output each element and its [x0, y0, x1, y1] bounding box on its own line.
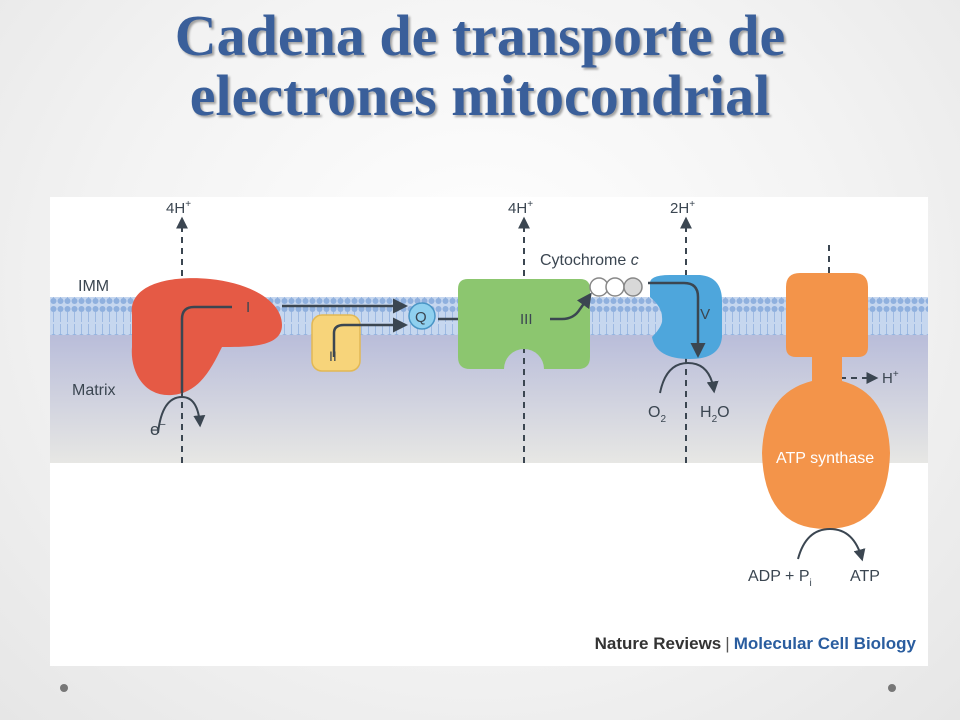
- complex-2-arrow: [332, 317, 408, 357]
- complex-1-shape: [131, 278, 282, 396]
- oxygen-water-arrow: [659, 361, 719, 394]
- imm-label: IMM: [78, 278, 109, 295]
- quinone-label: Q: [415, 309, 427, 326]
- complex-3-label: III: [520, 311, 533, 328]
- complex-4-arrow: [648, 281, 706, 358]
- cytochrome-c-ball-3: [623, 277, 643, 297]
- proton-label-complex-1: 4H+: [166, 199, 191, 217]
- complex-3-shape: [458, 279, 590, 369]
- water-label: H2O: [700, 404, 730, 425]
- complex-2-shape: [311, 314, 361, 372]
- adp-atp-arrow: [797, 527, 866, 562]
- credit-publisher: Nature Reviews: [594, 634, 722, 653]
- quinone-circle: [408, 302, 436, 330]
- complex-1-label: I: [246, 299, 250, 316]
- atp-synthase-shape: [762, 273, 890, 529]
- complex-2-label: II: [329, 348, 337, 364]
- slide-title: Cadena de transporte de electrones mitoc…: [0, 6, 960, 126]
- etc-diagram-svg: IMM Matrix e− 4H+ 4H+ 2H+ I II Q III IV …: [50, 199, 928, 589]
- complex-3-arrow: [550, 292, 592, 321]
- etc-diagram: IMM Matrix e− 4H+ 4H+ 2H+ I II Q III IV …: [50, 197, 928, 666]
- cytochrome-c-label: Cytochrome c: [540, 252, 639, 269]
- credit-journal: Molecular Cell Biology: [733, 634, 916, 653]
- slide-dot-left: [60, 684, 68, 692]
- proton-label-complex-4: 2H+: [670, 199, 695, 217]
- complex-1-arrow: [180, 305, 232, 393]
- h-plus-label: H+: [882, 369, 899, 387]
- cytochrome-c-ball-2: [605, 277, 625, 297]
- atp-label: ATP: [850, 568, 880, 585]
- slide-dot-right: [888, 684, 896, 692]
- credit-separator: |: [725, 634, 730, 653]
- title-line-2: electrones mitocondrial: [189, 63, 771, 128]
- adp-label: ADP + Pi: [748, 568, 812, 589]
- oxygen-label: O2: [648, 404, 666, 425]
- electron-label: e−: [150, 419, 166, 439]
- atp-synthase-label: ATP synthase: [776, 450, 874, 467]
- complex-4-label: IV: [696, 306, 710, 323]
- title-line-1: Cadena de transporte de: [174, 3, 786, 68]
- electron-arrow: [157, 395, 206, 434]
- complex-4-shape: [649, 275, 722, 359]
- image-credit: Nature Reviews|Molecular Cell Biology: [595, 634, 916, 654]
- proton-label-complex-3: 4H+: [508, 199, 533, 217]
- matrix-label: Matrix: [72, 382, 116, 399]
